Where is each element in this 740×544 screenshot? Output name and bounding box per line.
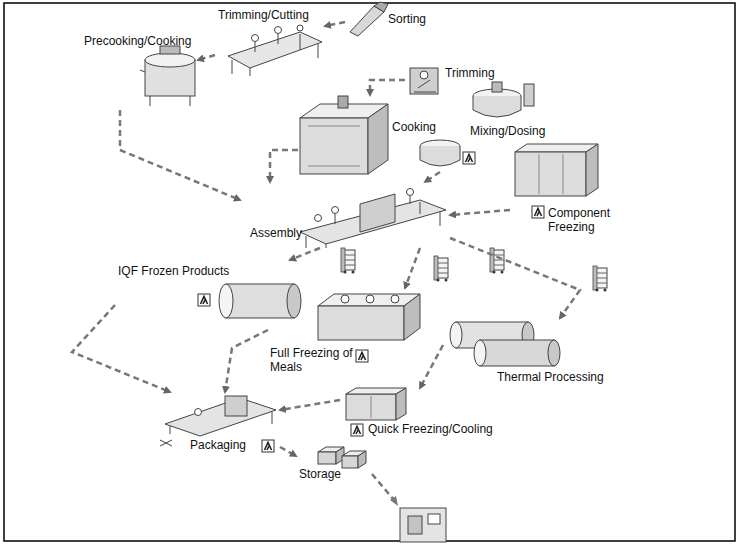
station-label: Packaging [190,438,246,452]
flow-arrow [405,248,420,288]
station-label: Full Freezing of Meals [270,346,355,374]
flow-arrow [120,110,240,200]
cooking-oven [300,96,388,174]
station-label: Sorting [388,12,426,26]
process-station: Mixing/Dosing [415,80,575,172]
flow-arrow [325,22,345,26]
flow-arrow [420,345,443,388]
flow-arrow [198,55,215,60]
station-label: Assembly [250,226,302,240]
station-label: Thermal Processing [497,370,604,384]
process-station: IQF Frozen Products [115,260,305,322]
process-station: Quick Freezing/Cooling [340,388,530,443]
precooking-kettle [140,46,195,106]
trolley-rack [341,248,355,274]
station-label: Precooking/Cooking [84,34,191,48]
process-station: Packaging [155,392,280,454]
process-station: Sorting [345,2,440,38]
packaging-machine [160,396,276,452]
storage-boxes [318,447,366,468]
flow-arrow [450,238,580,318]
trimming-station [410,68,438,94]
flow-arrow [280,447,296,456]
flow-arrow [425,172,440,182]
process-station: Trimming [405,60,500,98]
sorting-hopper [350,2,388,36]
process-station: Full Freezing of Meals [268,288,425,378]
assembly-line [300,189,446,249]
process-station: Thermal Processing [443,318,618,388]
flow-arrow [450,210,510,215]
process-station: Cooking [298,95,443,177]
flow-arrow [72,305,170,392]
flow-arrow [280,400,340,410]
trimming-conveyor [228,25,322,76]
retort-vessels [450,322,560,366]
station-label: Trimming [445,66,495,80]
trolley-rack [593,266,607,292]
flow-arrow [225,330,268,392]
station-label: Quick Freezing/Cooling [368,422,493,436]
flow-arrow [370,80,405,95]
flow-arrow [290,248,320,260]
trolley-rack [490,248,504,274]
process-station: Storage [296,443,368,485]
station-label: Storage [299,467,341,481]
station-label: Trimming/Cutting [218,8,309,22]
dispatch-figure [372,474,446,542]
station-label: Component Freezing [548,206,620,234]
station-label: IQF Frozen Products [118,264,229,278]
trolley-rack [434,256,448,282]
flow-arrow [270,150,298,182]
station-label: Cooking [392,120,436,134]
process-station: Trimming/Cutting [215,4,325,76]
process-station: Precooking/Cooking [80,30,198,110]
iqf-tunnel [198,284,301,318]
station-label: Mixing/Dosing [470,124,545,138]
process-station: Component Freezing [510,140,622,240]
process-station: Assembly [240,182,450,248]
